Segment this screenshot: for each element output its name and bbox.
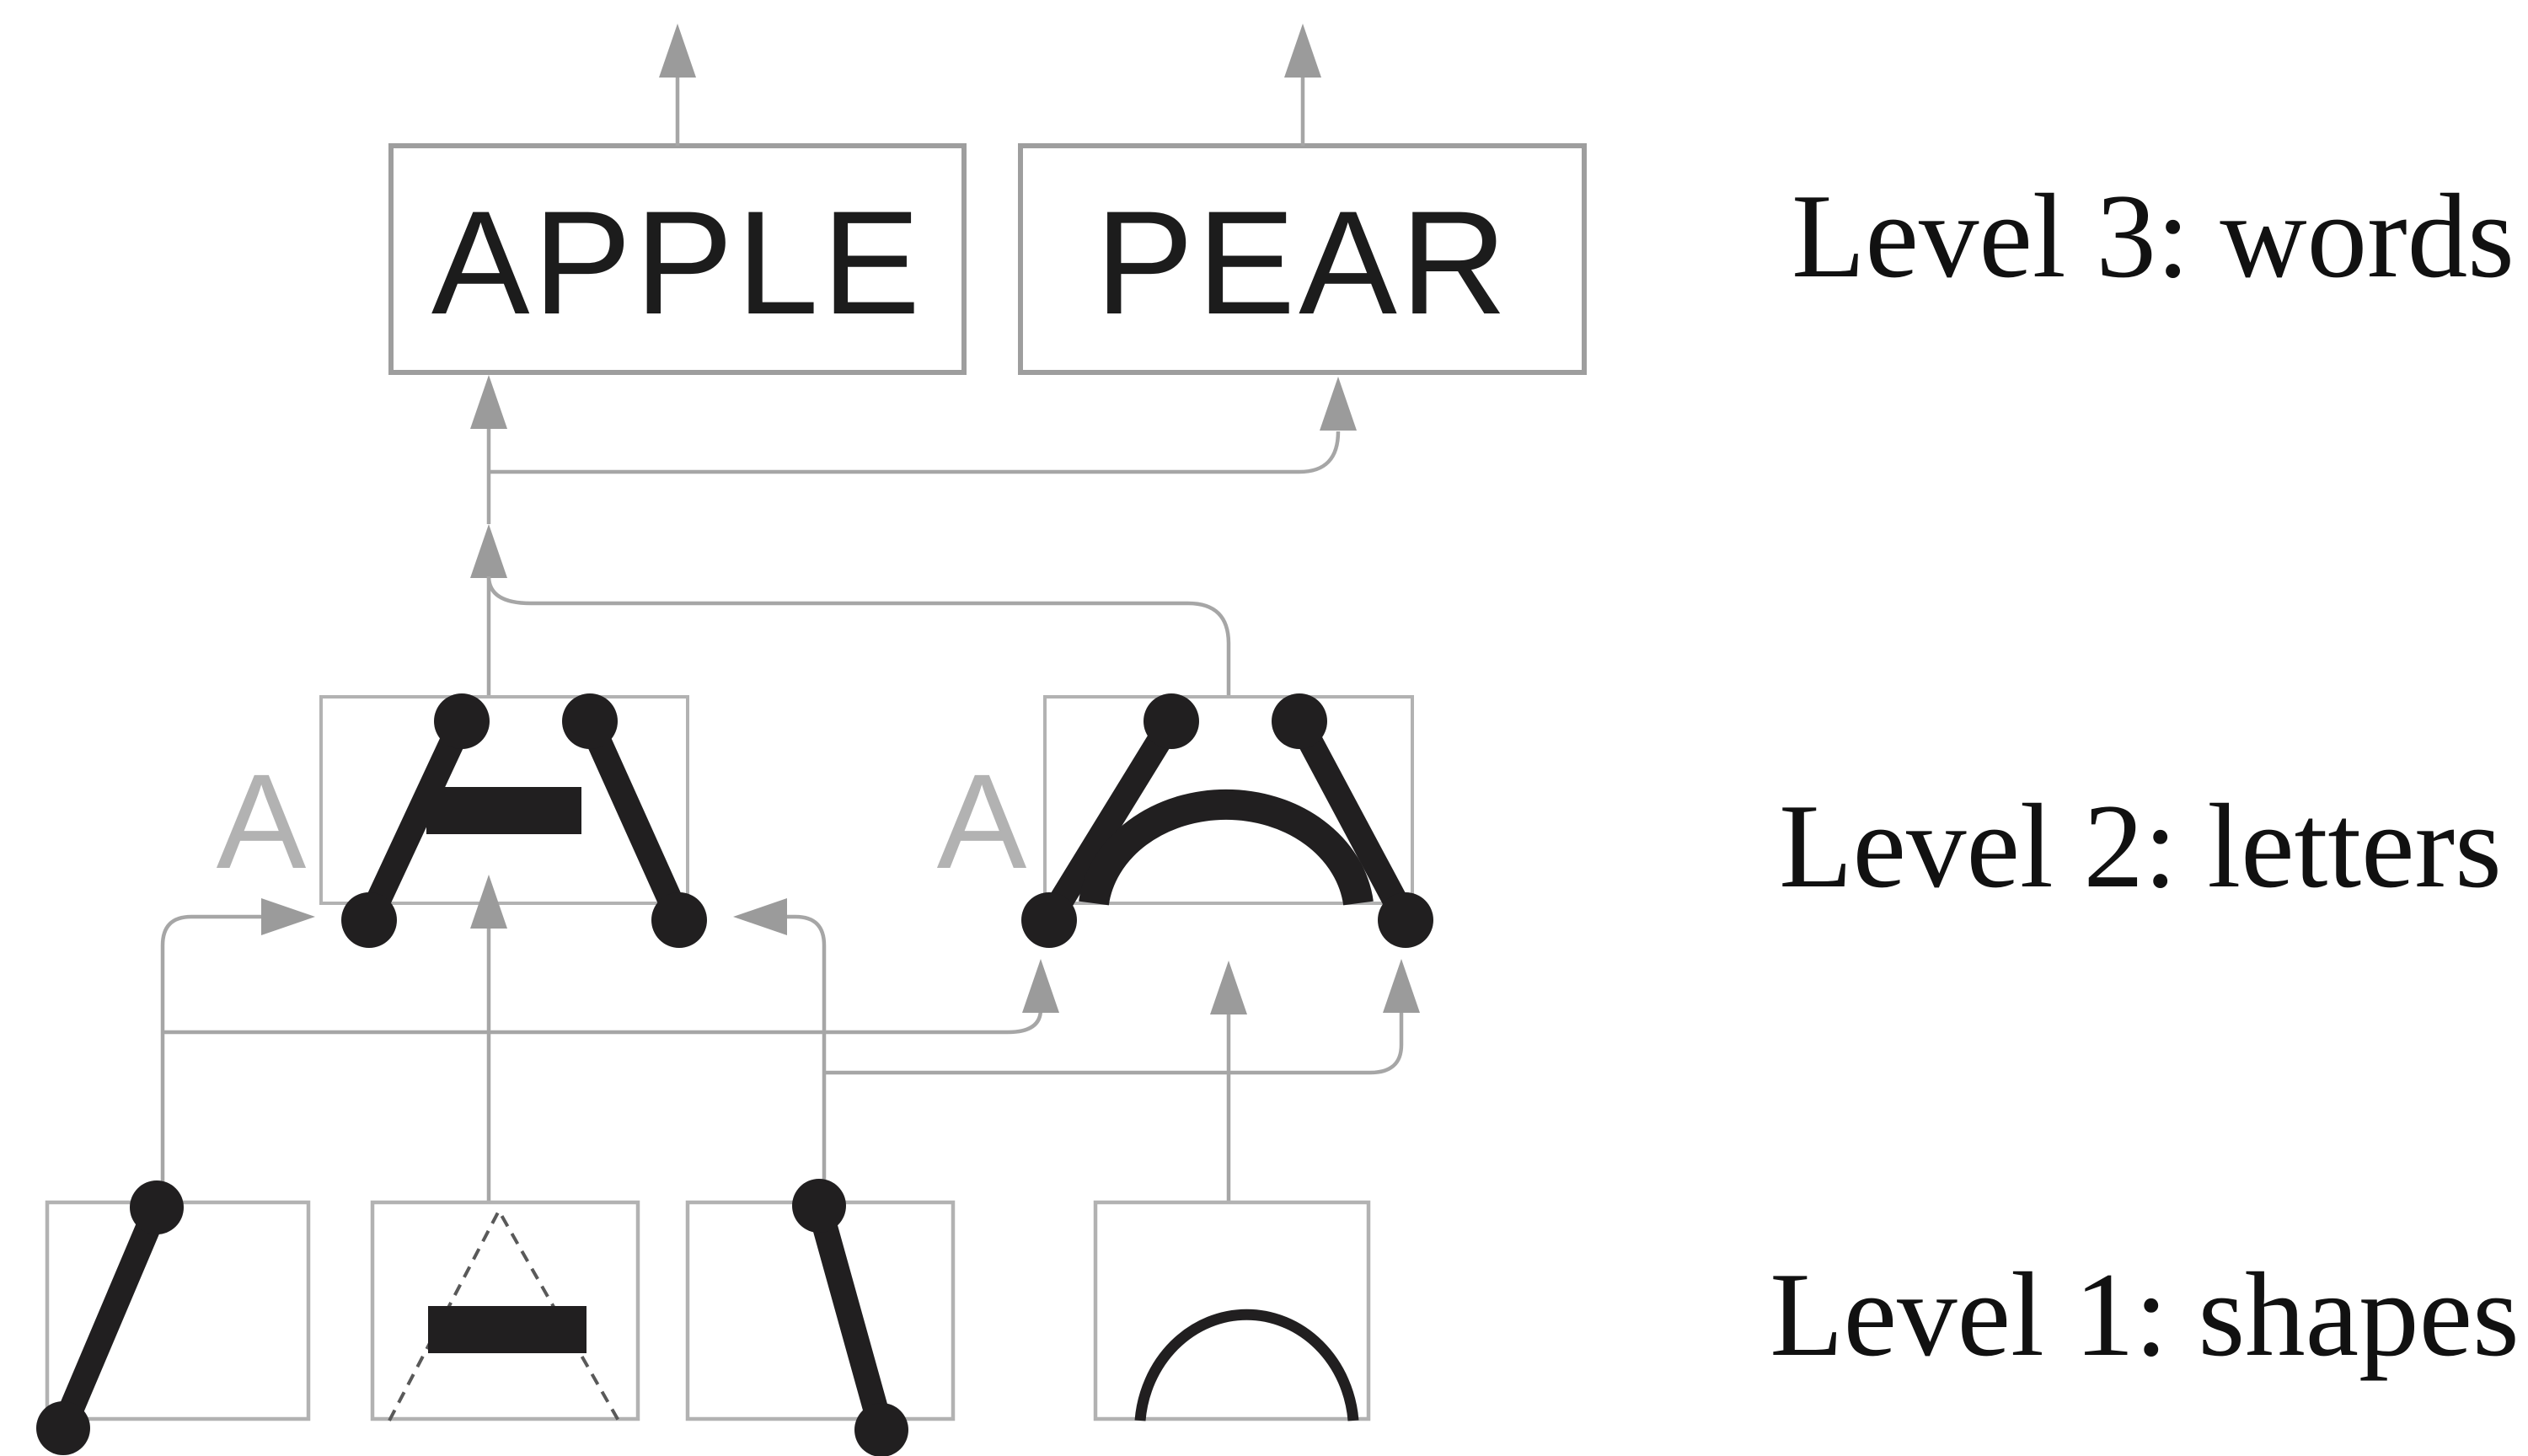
dashed-triangle-with-crossbar-icon bbox=[388, 1207, 620, 1421]
a-right-diagonal bbox=[1288, 715, 1417, 927]
letter-a-arc-glyph-icon bbox=[1021, 693, 1433, 948]
branch-to-pear bbox=[489, 431, 1341, 474]
diagonal-stroke-left-icon bbox=[36, 1180, 184, 1455]
pear-label: PEAR bbox=[1095, 181, 1511, 345]
level1-label: Level 1: shapes bbox=[1770, 1248, 2520, 1381]
apple-label: APPLE bbox=[431, 181, 924, 345]
letter-unit-label: A bbox=[937, 746, 1027, 897]
level2-label: Level 2: letters bbox=[1779, 779, 2502, 913]
word-node-apple: APPLE bbox=[388, 143, 967, 375]
arrow-right-icon bbox=[261, 898, 315, 935]
diagonal-stroke bbox=[806, 1202, 894, 1434]
arrow-up-icon bbox=[1383, 959, 1420, 1013]
shape-unit-box bbox=[370, 1200, 640, 1421]
shape-unit-box bbox=[1093, 1200, 1371, 1421]
letter-a-crossbar-glyph-icon bbox=[341, 693, 707, 948]
arrow-up-icon bbox=[1284, 24, 1321, 78]
letter-unit-a-arc: A bbox=[937, 693, 1433, 948]
diag-left-to-letter1 bbox=[160, 914, 263, 1201]
stroke-endpoint bbox=[130, 1180, 184, 1234]
letters-to-words-wiring bbox=[470, 375, 1357, 697]
crossbar-shape bbox=[428, 1306, 586, 1353]
arrow-up-icon bbox=[1022, 959, 1059, 1013]
arrow-up-icon bbox=[470, 375, 507, 429]
shape-unit-crossbar-triangle bbox=[370, 1200, 640, 1421]
letter-unit-a-crossbar: A bbox=[217, 693, 707, 948]
diag-right-to-letter1 bbox=[785, 914, 827, 1201]
arrow-left-icon bbox=[733, 898, 787, 935]
shape-unit-arc bbox=[1093, 1200, 1371, 1421]
stroke-endpoint bbox=[651, 892, 707, 948]
arrow-up-icon bbox=[659, 24, 696, 78]
arrow-up-icon bbox=[1320, 377, 1357, 431]
pear-output-arrow bbox=[1284, 24, 1321, 146]
arrow-up-icon bbox=[1210, 961, 1247, 1014]
a-left-diagonal bbox=[1038, 715, 1182, 927]
stroke-endpoint bbox=[341, 892, 397, 948]
diagonal-stroke-right-icon bbox=[792, 1179, 908, 1456]
a-left-diagonal bbox=[357, 715, 474, 926]
apple-output-arrow bbox=[659, 24, 696, 146]
a-crossbar bbox=[426, 787, 581, 834]
arrow-up-icon bbox=[470, 524, 507, 578]
arrow-up-icon bbox=[470, 875, 507, 929]
letter-unit-label: A bbox=[217, 746, 307, 897]
letter-unit-box bbox=[1043, 695, 1414, 905]
stroke-endpoint bbox=[1272, 693, 1327, 749]
right-letter-output-merge bbox=[486, 575, 1231, 697]
arc-shape-icon bbox=[1134, 1309, 1359, 1421]
stroke-endpoint bbox=[36, 1401, 90, 1455]
stroke-endpoint bbox=[1378, 892, 1433, 948]
a-right-diagonal bbox=[578, 715, 691, 926]
word-node-pear: PEAR bbox=[1018, 143, 1587, 375]
letter-unit-box bbox=[319, 695, 689, 905]
shapes-to-letters-wiring bbox=[160, 875, 1420, 1202]
stroke-endpoint bbox=[1021, 892, 1077, 948]
stroke-endpoint bbox=[792, 1179, 846, 1233]
stroke-endpoint bbox=[434, 693, 490, 749]
diagonal-stroke bbox=[51, 1202, 169, 1433]
pear-box bbox=[1018, 143, 1587, 375]
shape-unit-diagonal-left bbox=[36, 1180, 311, 1455]
stroke-endpoint bbox=[854, 1403, 908, 1456]
level3-label: Level 3: words bbox=[1792, 169, 2515, 302]
shape-unit-diagonal-right bbox=[685, 1179, 956, 1456]
diag-left-to-letter2-branch bbox=[163, 1009, 1043, 1035]
apple-box bbox=[388, 143, 967, 375]
a-arc-crossbar bbox=[1079, 789, 1374, 906]
stroke-endpoint bbox=[1143, 693, 1199, 749]
diag-right-to-letter2-branch bbox=[824, 1011, 1404, 1075]
stroke-endpoint bbox=[562, 693, 618, 749]
